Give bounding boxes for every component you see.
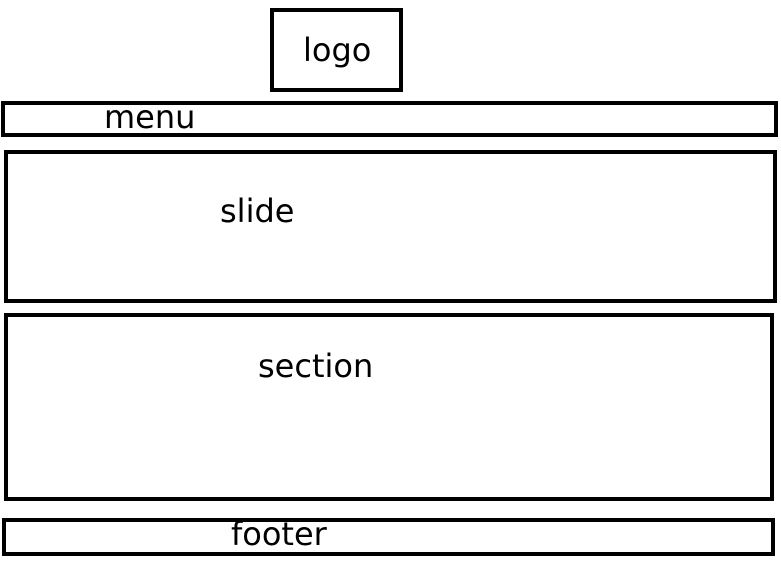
- logo-label: logo: [303, 31, 372, 69]
- menu-bar: [1, 101, 778, 137]
- slide-area: [4, 150, 777, 303]
- footer-label: footer: [231, 515, 327, 553]
- section-area: [4, 313, 774, 501]
- logo-box: [270, 8, 403, 92]
- section-label: section: [258, 347, 374, 385]
- slide-label: slide: [220, 192, 295, 230]
- menu-label: menu: [104, 98, 196, 136]
- footer-bar: [2, 518, 775, 556]
